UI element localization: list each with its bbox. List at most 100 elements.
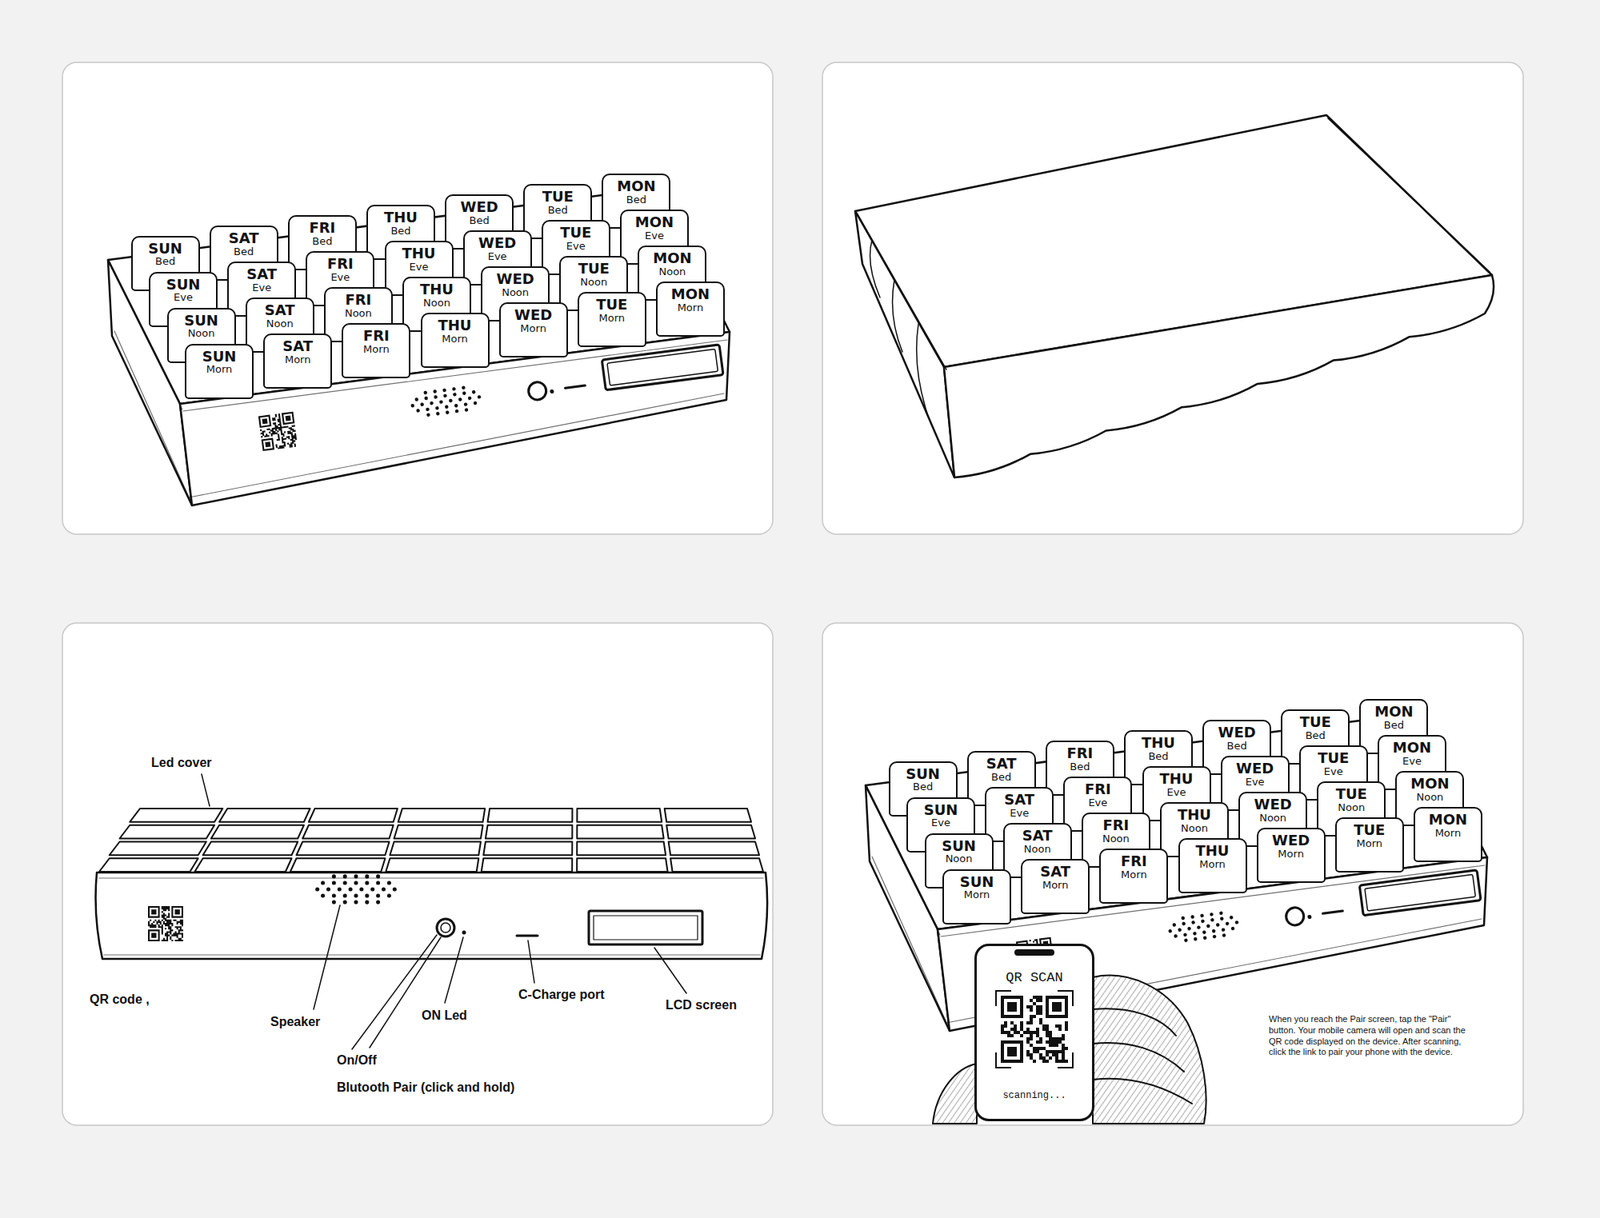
instruction-note: When you reach the Pair screen, tap the …	[1268, 1014, 1479, 1059]
day-label: FRI	[1066, 745, 1093, 762]
sketch-stroke	[110, 265, 728, 501]
day-label: SUN	[960, 874, 995, 891]
day-label: SAT	[986, 756, 1017, 772]
day-label: THU	[384, 209, 418, 226]
dose-time-label: Bed	[626, 194, 647, 206]
dose-time-label: Bed	[233, 246, 254, 258]
dose-time-label: Morn	[363, 344, 390, 356]
compartment-lid: WEDMorn	[499, 302, 568, 358]
power-button-ring	[440, 923, 451, 933]
part-label: Led cover	[151, 755, 212, 771]
dose-time-label: Noon	[1180, 823, 1208, 835]
day-label: SAT	[282, 338, 313, 355]
pill-organizer	[865, 713, 1488, 1032]
dose-time-label: Noon	[1102, 833, 1130, 845]
day-label: MON	[1374, 704, 1413, 720]
compartment-lid: THUMorn	[1178, 838, 1248, 894]
dose-time-label: Bed	[912, 781, 933, 793]
charge-port	[516, 935, 538, 938]
dose-time-label: Morn	[599, 312, 626, 324]
power-button	[527, 381, 548, 402]
dose-time-label: Eve	[173, 292, 193, 304]
qr-code	[1000, 996, 1068, 1064]
dose-time-label: Noon	[1024, 844, 1052, 856]
dose-time-label: Eve	[1088, 797, 1108, 809]
compartment-lid: MONMorn	[1413, 807, 1483, 863]
compartment-lid: SATMorn	[1020, 859, 1090, 915]
day-label: THU	[1160, 771, 1194, 788]
dose-time-label: Eve	[931, 817, 951, 829]
day-label: SUN	[924, 802, 959, 819]
day-label: FRI	[1102, 817, 1129, 834]
day-label: WED	[478, 235, 516, 252]
qr-code	[148, 906, 184, 942]
finger-line	[1092, 1008, 1192, 1104]
part-label: On/Off	[336, 1052, 377, 1068]
dose-time-label: Morn	[1042, 880, 1069, 892]
day-label: FRI	[1120, 853, 1148, 870]
day-label: MON	[1392, 740, 1432, 756]
phone-screen: QR SCANscanning...	[974, 944, 1095, 1122]
lcd-screen	[601, 344, 724, 391]
speaker-grille	[315, 874, 397, 904]
day-label: TUE	[560, 224, 592, 241]
day-label: MON	[671, 286, 710, 303]
day-label: TUE	[542, 188, 574, 205]
dose-time-label: Noon	[344, 308, 372, 320]
dose-time-label: Noon	[188, 328, 216, 340]
dose-time-label: Morn	[520, 323, 547, 335]
phone-notch	[1014, 949, 1055, 956]
closed-organizer	[855, 115, 1494, 478]
part-label: Speaker	[270, 1014, 320, 1030]
power-button	[1284, 907, 1305, 928]
leader-line	[352, 935, 437, 1050]
leader-line	[369, 937, 441, 1048]
day-label: WED	[514, 307, 552, 324]
compartment-lid: WEDMorn	[1256, 828, 1326, 884]
day-label: MON	[1428, 812, 1468, 828]
dose-time-label: Bed	[155, 256, 176, 268]
dose-time-label: Bed	[1384, 720, 1404, 732]
day-label: WED	[460, 199, 499, 216]
day-label: THU	[1196, 843, 1230, 860]
dose-time-label: Noon	[501, 287, 529, 299]
hand-fingers	[1092, 976, 1207, 1124]
dose-time-label: Bed	[548, 204, 568, 216]
day-label: SAT	[264, 302, 296, 319]
dose-time-label: Morn	[677, 302, 704, 314]
dose-time-label: Noon	[266, 318, 294, 330]
dose-time-label: Eve	[252, 282, 272, 294]
day-label: TUE	[1336, 786, 1368, 803]
day-label: THU	[438, 317, 472, 334]
lcd-screen	[588, 911, 703, 945]
screen-title: QR SCAN	[1005, 970, 1063, 987]
leader-lines	[201, 774, 687, 1050]
day-label: THU	[1177, 807, 1212, 824]
compartment-lid: FRIMorn	[341, 323, 411, 379]
dose-time-label: Noon	[658, 266, 686, 278]
day-label: SUN	[905, 766, 940, 783]
device-front	[96, 872, 768, 960]
day-label: WED	[1272, 832, 1310, 849]
dose-time-label: Noon	[1416, 792, 1444, 804]
dose-time-label: Morn	[1120, 869, 1148, 881]
day-label: TUE	[578, 260, 610, 277]
dose-time-label: Morn	[1356, 838, 1384, 850]
dose-time-label: Eve	[1009, 808, 1029, 820]
lid-front	[944, 275, 1494, 478]
dose-time-label: Noon	[580, 276, 608, 288]
charge-port	[565, 385, 586, 388]
compartment-lid: SUNMorn	[942, 869, 1012, 925]
compartment-lid: TUEMorn	[577, 292, 647, 348]
part-label: LCD screen	[665, 997, 737, 1013]
dose-time-label: Eve	[1402, 756, 1422, 768]
dose-time-label: Bed	[390, 225, 411, 237]
day-label: SUN	[941, 838, 976, 855]
dose-time-label: Eve	[488, 251, 508, 263]
dose-time-label: Morn	[964, 889, 991, 901]
dose-time-label: Eve	[409, 261, 429, 273]
day-label: FRI	[308, 220, 336, 236]
led-cover-grid	[99, 808, 764, 872]
